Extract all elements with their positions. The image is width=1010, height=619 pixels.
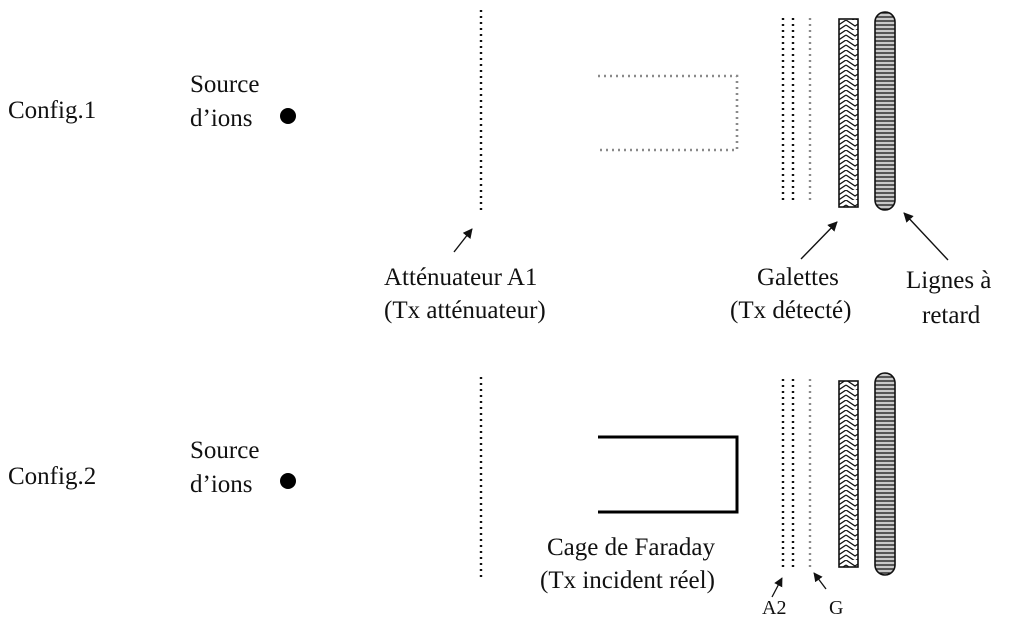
ion-source-label-2: d’ions (190, 105, 253, 132)
plates-label-2: (Tx détecté) (730, 297, 851, 324)
config-2: Config.2 Source d’ions Cage de Faraday (… (8, 372, 896, 619)
g-arrow (813, 572, 827, 590)
delay-line-hatching (875, 373, 895, 575)
attenuator-arrow (453, 228, 473, 253)
delay-line-arrow (903, 212, 949, 261)
mcp-plates (838, 380, 859, 568)
config-1-label: Config.1 (8, 97, 96, 124)
attenuator-label-2: (Tx atténuateur) (384, 297, 546, 324)
ion-source-label-1: Source (190, 437, 259, 464)
attenuator-label-1: Atténuateur A1 (384, 264, 537, 291)
ion-source-dot (280, 473, 296, 489)
faraday-cup (598, 435, 739, 514)
delay-line-hatching (875, 12, 895, 210)
delay-line-label-2: retard (922, 302, 981, 329)
plates-label-1: Galettes (757, 264, 839, 291)
faraday-label-1: Cage de Faraday (547, 534, 715, 561)
ion-source-label-2: d’ions (190, 471, 253, 498)
faraday-label-2: (Tx incident réel) (540, 567, 715, 594)
a2-arrow (771, 577, 783, 598)
config-1: Config.1 Source d’ions Atténuateur A1 (T… (8, 10, 991, 329)
mcp-plates (838, 18, 859, 208)
ion-source-dot (280, 108, 296, 124)
ion-source-label-1: Source (190, 71, 259, 98)
delay-line-label-1: Lignes à (906, 267, 991, 294)
grid-a2-label: A2 (762, 597, 786, 619)
faraday-cup-retracted (598, 74, 739, 152)
plates-arrow (800, 221, 838, 260)
config-2-label: Config.2 (8, 463, 96, 490)
grid-g-label: G (829, 597, 843, 619)
